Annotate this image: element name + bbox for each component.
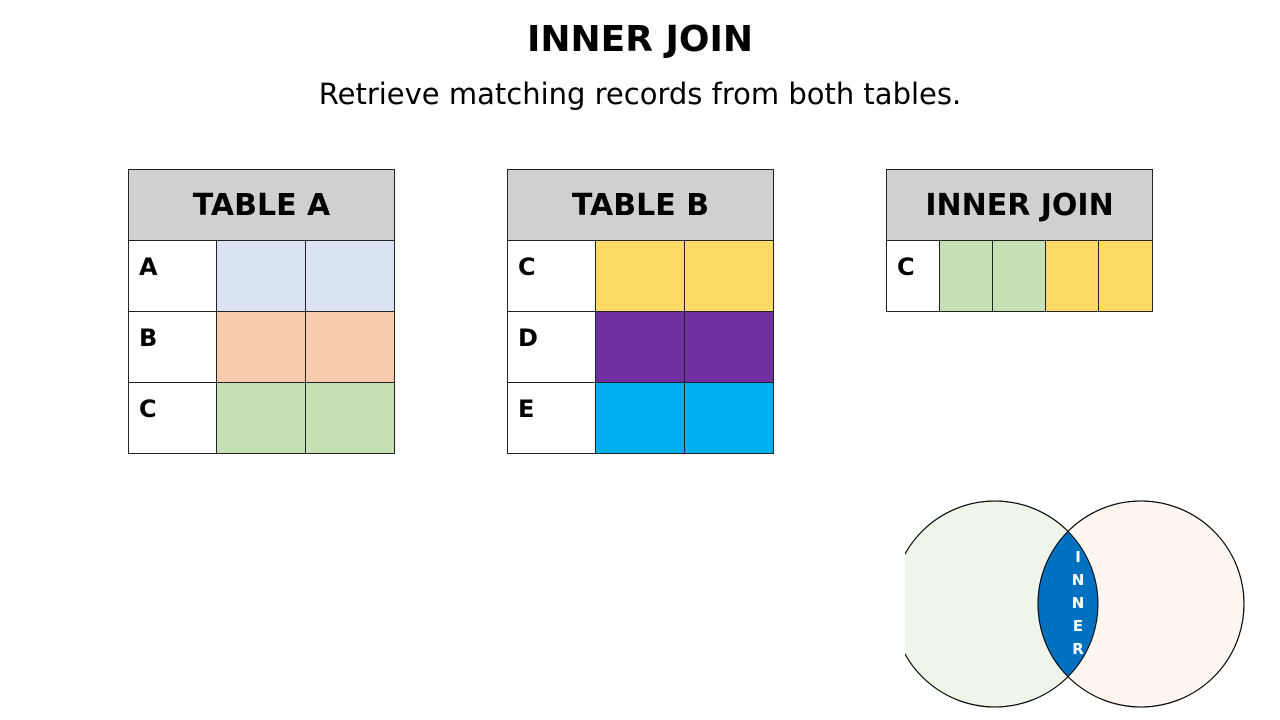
table-a-cell [304, 240, 396, 312]
table-b-row-key: E [507, 382, 596, 454]
page-subtitle: Retrieve matching records from both tabl… [318, 77, 962, 111]
inner-join-row: C [886, 240, 1154, 312]
table-a-row-key: B [128, 311, 217, 383]
inner-join-cell [1097, 240, 1154, 312]
table-a-cell [216, 382, 306, 454]
table-b-row: D [507, 311, 774, 383]
table-b-cell [595, 240, 685, 312]
page-title: INNER JOIN [526, 19, 754, 60]
table-a-cell [216, 240, 306, 312]
table-b-row-key: C [507, 240, 596, 312]
table-a-cell [304, 382, 396, 454]
table-a-cell [304, 311, 396, 383]
inner-join-row-key: C [886, 240, 940, 312]
inner-join-header: INNER JOIN [885, 169, 1154, 241]
table-a-row: A [128, 240, 396, 312]
table-b-cell [684, 311, 774, 383]
venn-label-letter: I [1075, 548, 1081, 566]
table-b-cell [595, 311, 685, 383]
venn-label-letter: N [1071, 594, 1085, 612]
inner-join-cell [1045, 240, 1099, 312]
table-a-row-key: C [128, 382, 217, 454]
venn-label-letter: R [1072, 640, 1084, 658]
venn-label-letter: E [1072, 617, 1084, 635]
table-a-row: B [128, 311, 396, 383]
table-b-row-key: D [507, 311, 596, 383]
table-b-cell [684, 240, 774, 312]
table-b-cell [684, 382, 774, 454]
inner-join-table: INNER JOIN C [885, 169, 1154, 312]
table-b-header: TABLE B [507, 169, 774, 241]
venn-label-letter: N [1071, 571, 1085, 589]
inner-join-cell [939, 240, 993, 312]
inner-join-cell [992, 240, 1046, 312]
table-b-cell [595, 382, 685, 454]
table-b-row: E [507, 382, 774, 454]
table-a-header: TABLE A [127, 169, 396, 241]
table-a-row-key: A [128, 240, 217, 312]
venn-diagram [905, 500, 1245, 708]
table-b-row: C [507, 240, 774, 312]
table-a: TABLE A A B C [127, 169, 396, 454]
table-a-cell [216, 311, 306, 383]
table-a-row: C [128, 382, 396, 454]
table-b: TABLE B C D E [507, 169, 774, 454]
